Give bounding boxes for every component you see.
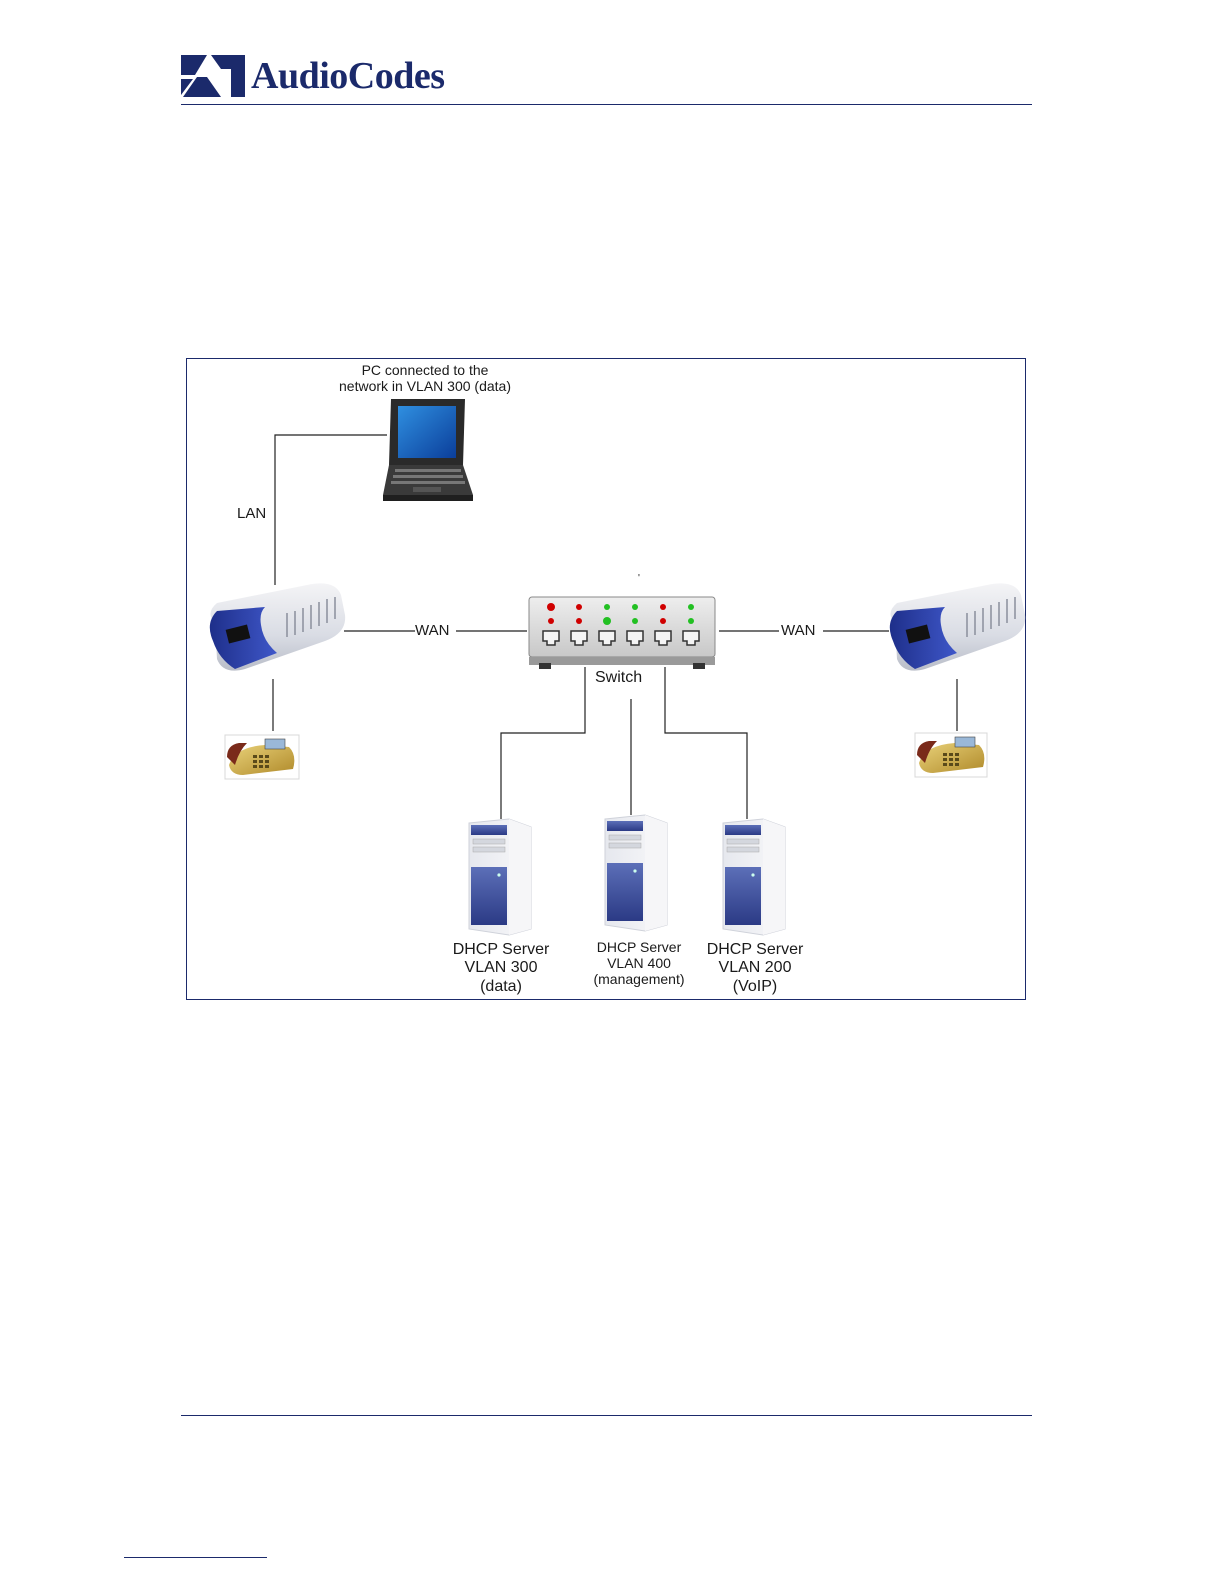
server-2-label-line-2: VLAN 400 (579, 955, 699, 971)
server-2-label: DHCP Server VLAN 400 (management) (579, 939, 699, 987)
switch-label: Switch (595, 669, 642, 687)
logo-text: AudioCodes (251, 51, 445, 101)
server1-link (501, 667, 585, 819)
footnote-rule (124, 1557, 267, 1558)
server-3-label-line-1: DHCP Server (695, 941, 815, 959)
telephone-right-icon (915, 733, 987, 777)
lan-link (275, 435, 387, 585)
server-tower-2-icon (605, 815, 667, 931)
header-logo: AudioCodes (181, 50, 445, 102)
footer-rule (181, 1415, 1032, 1416)
server-2-label-line-1: DHCP Server (579, 939, 699, 955)
pc-label: PC connected to the network in VLAN 300 … (327, 362, 523, 394)
server-2-label-line-3: (management) (579, 971, 699, 987)
server-tower-1-icon (469, 819, 531, 935)
pc-label-line-2: network in VLAN 300 (data) (327, 378, 523, 394)
lan-label: LAN (237, 505, 266, 522)
switch-mark: ' (638, 573, 640, 585)
server-3-label-line-3: (VoIP) (695, 978, 815, 996)
wan-right-label: WAN (781, 622, 815, 639)
audiocodes-logo-icon (181, 51, 247, 101)
server-1-label-line-3: (data) (441, 978, 561, 996)
laptop-icon (383, 399, 473, 501)
gateway-device-right-icon (890, 583, 1025, 670)
server3-link (665, 667, 747, 819)
server-1-label-line-1: DHCP Server (441, 941, 561, 959)
pc-label-line-1: PC connected to the (327, 362, 523, 378)
gateway-device-left-icon (210, 583, 345, 670)
network-diagram: PC connected to the network in VLAN 300 … (186, 358, 1026, 1000)
server-1-label-line-2: VLAN 300 (441, 959, 561, 977)
server-3-label-line-2: VLAN 200 (695, 959, 815, 977)
header-rule (181, 104, 1032, 105)
server-1-label: DHCP Server VLAN 300 (data) (441, 941, 561, 996)
switch-icon (529, 597, 715, 669)
telephone-left-icon (225, 735, 299, 779)
wan-left-label: WAN (415, 622, 449, 639)
server-3-label: DHCP Server VLAN 200 (VoIP) (695, 941, 815, 996)
server-tower-3-icon (723, 819, 785, 935)
